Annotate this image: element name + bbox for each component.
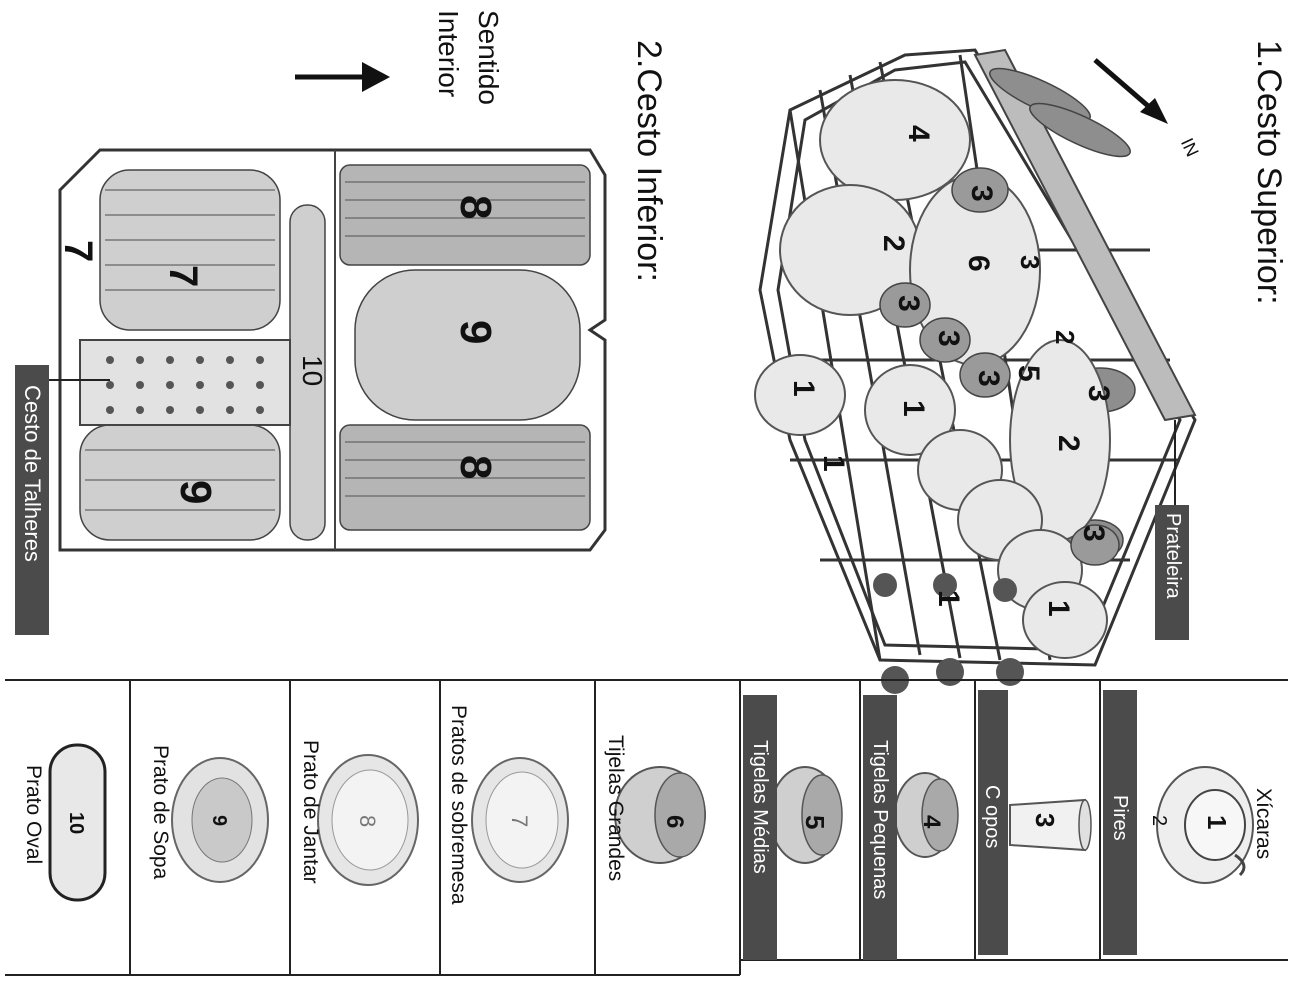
cutlery-basket-label: Cesto de Talheres: [15, 365, 49, 635]
legend-tag-glasses: C opos: [978, 690, 1008, 955]
item-number: 1: [932, 590, 965, 607]
item-number: 7: [56, 240, 100, 263]
item-number: 3: [1077, 525, 1110, 542]
item-number: 4: [902, 125, 935, 142]
item-number: 1: [787, 380, 820, 397]
item-number: 6: [962, 255, 995, 272]
item-number: 3: [1082, 385, 1115, 402]
item-number: 1: [897, 400, 930, 417]
small-bowl-icon: [894, 772, 959, 858]
legend-label-cups: Xícaras: [1252, 788, 1275, 860]
item-number: 2: [1052, 435, 1085, 452]
legend-number: 10: [65, 812, 87, 835]
item-number: 3: [892, 295, 925, 312]
dinner-plate-icon: [317, 754, 419, 886]
item-number: 1: [817, 455, 850, 472]
legend-number: 1: [1202, 815, 1232, 830]
legend-label-oval-plate: Prato Oval: [22, 765, 45, 865]
item-number: 1: [1042, 600, 1075, 617]
legend-number: 6: [661, 815, 688, 829]
glass-icon: [1009, 798, 1092, 852]
large-bowl-icon: [614, 766, 706, 864]
item-number: 9: [451, 320, 500, 345]
legend-label-dessert-plates: Pratos de sobremesa: [447, 705, 470, 905]
dessert-plate-icon: [471, 757, 569, 883]
cup-saucer-icon: [1156, 766, 1254, 884]
legend-number: 3: [1030, 813, 1060, 828]
legend-tag-saucers: Pires: [1103, 690, 1137, 955]
in-arrow-icon: [1093, 58, 1168, 124]
item-number: 8: [451, 455, 500, 480]
item-number: 3: [1015, 255, 1045, 270]
item-number: 10: [297, 355, 328, 387]
item-number: 3: [972, 370, 1005, 387]
legend-number: 9: [208, 815, 230, 827]
direction-arrow-icon: [295, 62, 390, 92]
oval-plate-icon: [48, 743, 107, 902]
medium-bowl-icon: [769, 766, 843, 864]
legend-number: 7: [507, 815, 532, 828]
legend-number: 4: [918, 815, 945, 829]
legend-number: 2: [1148, 815, 1170, 827]
item-number: 3: [932, 330, 965, 347]
shelf-label: Prateleira: [1155, 505, 1189, 640]
lower-basket-illustration: [45, 148, 607, 552]
cutlery-basket: [79, 339, 291, 426]
legend-tag-medium-bowls: Tigelas Médias: [743, 695, 777, 960]
legend-label-large-bowls: Tijelas Grandes: [604, 735, 627, 882]
soup-plate-icon: [171, 757, 269, 883]
legend-tag-small-bowls: Tigelas Pequenas: [863, 695, 897, 960]
item-number: 2: [877, 235, 910, 252]
item-number: 8: [451, 195, 500, 220]
item-number: 2: [1050, 330, 1080, 345]
item-number: 9: [171, 480, 220, 505]
legend-label-soup-plates: Prato de Sopa: [149, 745, 172, 880]
legend-number: 8: [355, 815, 380, 828]
item-number: 7: [161, 265, 205, 288]
item-number: 5: [1012, 365, 1045, 382]
legend-number: 5: [800, 815, 830, 830]
legend-label-dinner-plates: Prato de Jantar: [299, 740, 322, 884]
item-number: 3: [965, 185, 998, 202]
